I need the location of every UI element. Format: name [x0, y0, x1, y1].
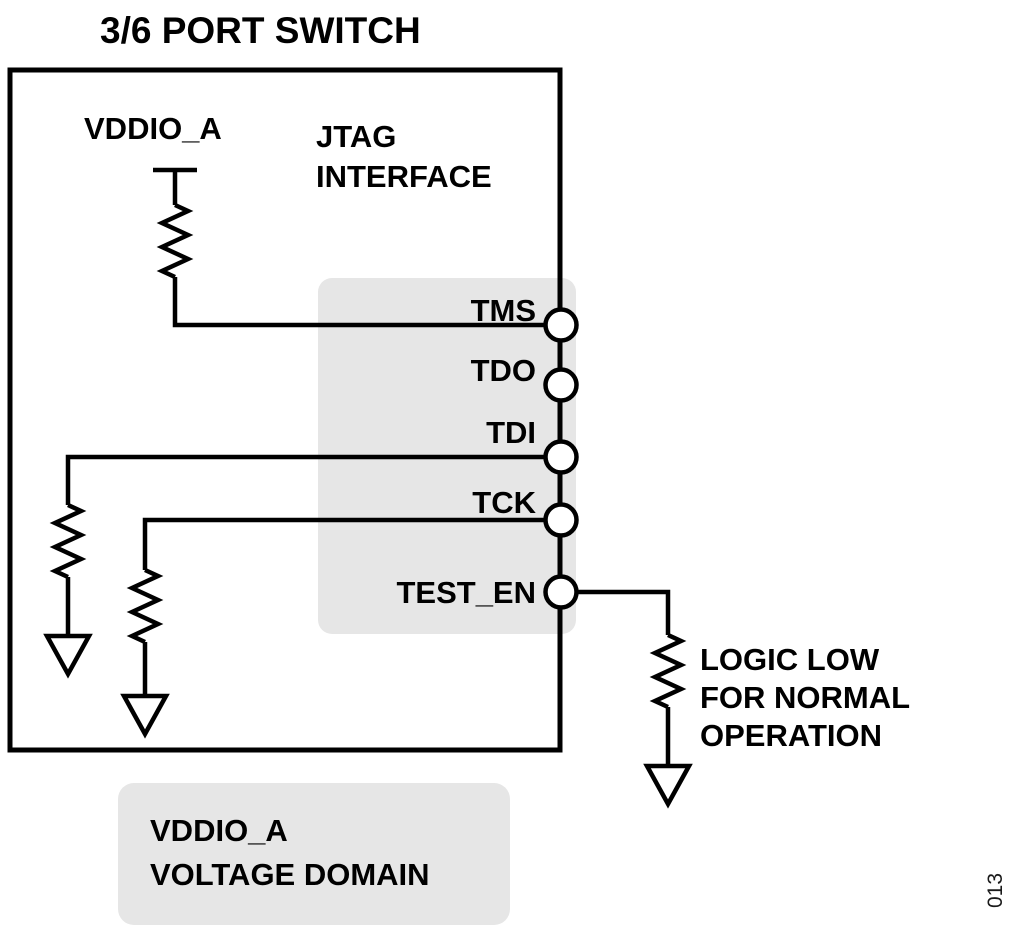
resistor-pulldown-tdi	[49, 502, 87, 580]
chip-outline	[7, 67, 563, 753]
pin-pad-tdi	[543, 439, 579, 475]
annotation-line3: OPERATION	[700, 718, 882, 753]
pin-label-tdi: TDI	[486, 415, 536, 450]
voltage-domain-legend-line1: VDDIO_A	[150, 813, 288, 848]
pin-pad-test-en	[543, 574, 579, 610]
resistor-pulldown-test-en	[649, 632, 687, 710]
ground-symbol-test-en	[643, 763, 693, 809]
annotation-line2: FOR NORMAL	[700, 680, 910, 715]
jtag-interface-label-line1: JTAG	[316, 119, 396, 154]
supply-label-vddio-a: VDDIO_A	[84, 111, 222, 146]
voltage-domain-legend-box	[118, 783, 510, 925]
ground-symbol-tdi	[43, 633, 93, 679]
pin-label-tdo: TDO	[471, 353, 536, 388]
voltage-domain-legend-line2: VOLTAGE DOMAIN	[150, 857, 430, 892]
pin-pad-tms	[543, 307, 579, 343]
figure-number: 013	[984, 873, 1007, 908]
pin-pad-tdo	[543, 367, 579, 403]
wire-tms	[172, 277, 546, 328]
ground-symbol-tck	[120, 693, 170, 739]
supply-symbol-vddio-a	[153, 167, 197, 205]
wire-tdi	[65, 454, 546, 505]
pin-label-tck: TCK	[472, 485, 536, 520]
wire-test-en	[577, 589, 671, 635]
resistor-pullup-tms	[156, 202, 194, 280]
pin-pad-tck	[543, 502, 579, 538]
wire-tck	[142, 517, 546, 570]
annotation-line1: LOGIC LOW	[700, 642, 880, 677]
resistor-pulldown-tck	[126, 567, 164, 645]
pin-label-tms: TMS	[471, 293, 536, 328]
diagram-title: 3/6 PORT SWITCH	[100, 10, 421, 51]
pin-label-test-en: TEST_EN	[396, 575, 536, 610]
jtag-interface-label-line2: INTERFACE	[316, 159, 492, 194]
